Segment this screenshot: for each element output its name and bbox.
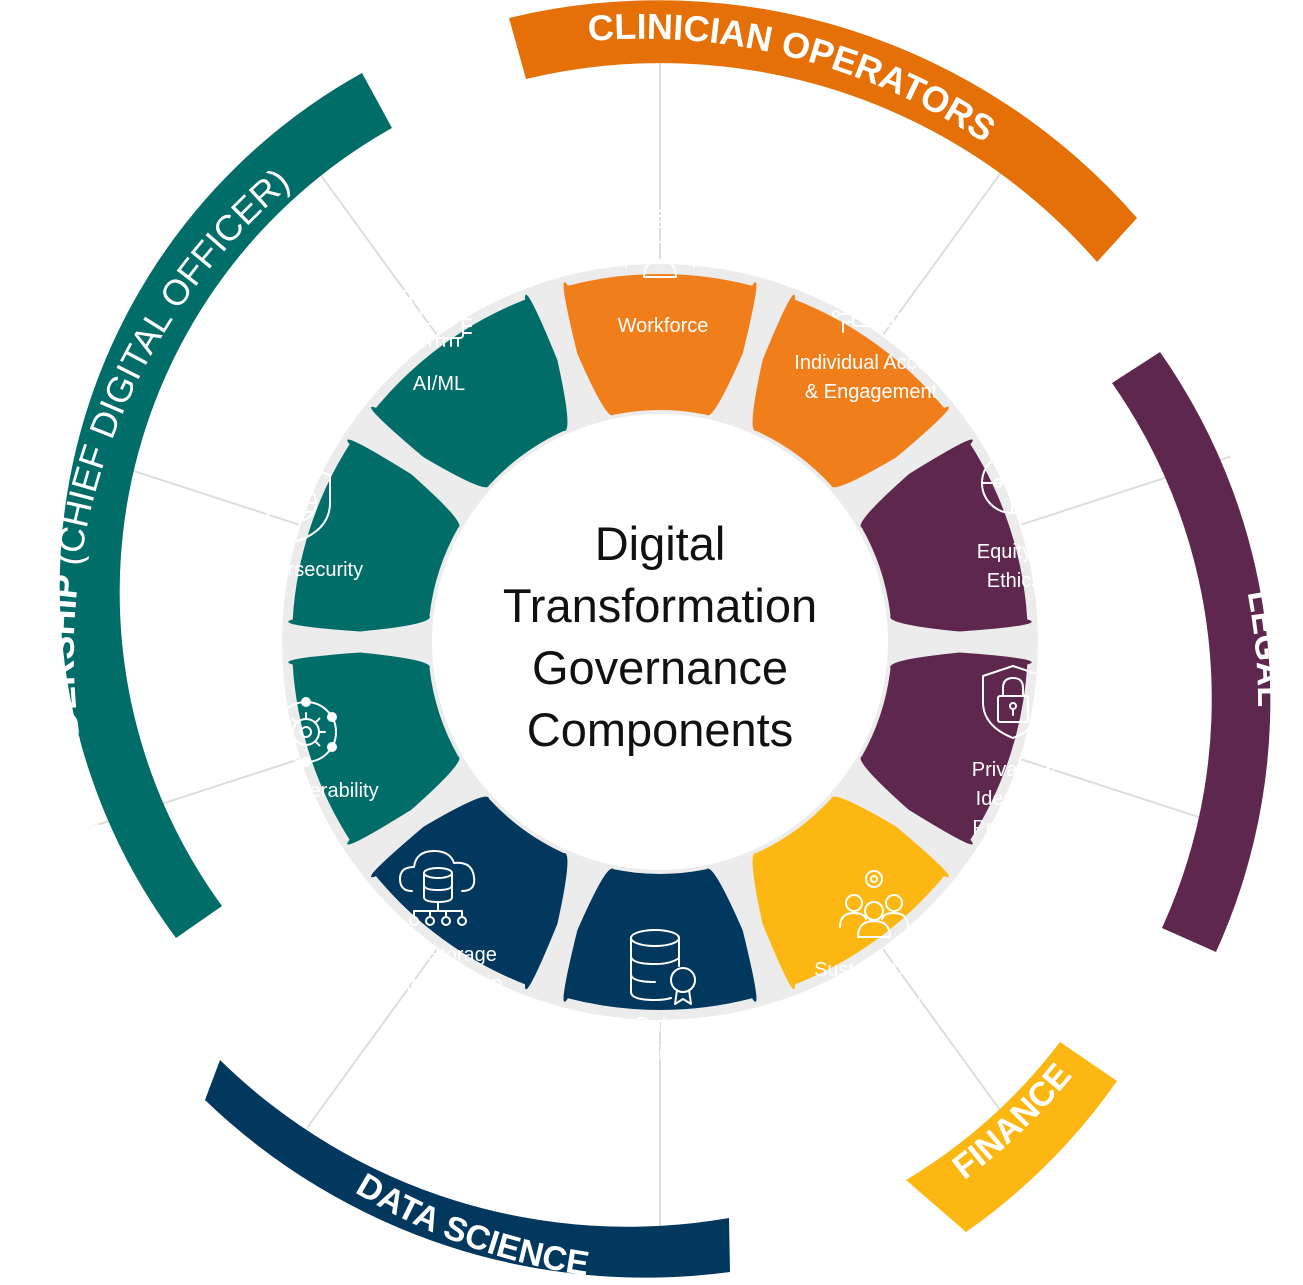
segment-data-storage: Data Storage & Stewardship — [371, 796, 568, 995]
segment-ai-ml-label: AI/ML — [413, 373, 465, 395]
segment-data-quality-label: Quality & — [616, 1043, 698, 1065]
segment-individual-access-label: Individual Access — [794, 352, 947, 374]
center-title-line-1: Digital — [595, 517, 726, 570]
segment-privacy-label: Privacy & — [972, 759, 1057, 781]
arc-data-science — [205, 1060, 730, 1278]
center-title-line-2: Transformation — [503, 579, 817, 632]
segment-data-quality-label: Reliability — [614, 1072, 700, 1094]
segment-cybersecurity-shape — [288, 439, 460, 632]
spoke-line — [306, 156, 438, 336]
arc-legal — [1112, 352, 1271, 952]
spoke-line — [882, 156, 1014, 336]
segment-data-quality-label: Data — [636, 1014, 679, 1036]
segment-equity-ethics: Equity & Ethics — [860, 439, 1052, 632]
shield-globe-icon — [265, 464, 331, 542]
segment-workforce-shape — [563, 273, 757, 416]
center-title-line-3: Governance — [532, 641, 788, 694]
segment-equity-ethics-shape — [860, 439, 1032, 632]
segment-interoperability-shape — [288, 652, 460, 845]
arc-it-leadership — [59, 73, 392, 938]
segment-data-quality-shape — [563, 868, 757, 1011]
cloud-database-icon — [399, 850, 476, 926]
database-badge-icon — [630, 929, 696, 1005]
segment-cybersecurity-label: Cybersecurity — [241, 559, 363, 581]
center-title-line-4: Components — [527, 703, 794, 756]
ai-chip-text: AI — [428, 302, 446, 322]
segment-sustainability-shape — [752, 796, 949, 990]
spoke-line — [1021, 758, 1231, 829]
segment-sustainability-label: Profitability — [824, 988, 922, 1010]
segment-data-storage-label: Data Storage — [379, 944, 497, 966]
segment-workforce: Workforce — [563, 210, 757, 416]
team-gear-icon — [839, 870, 909, 938]
segment-data-storage-shape — [371, 796, 568, 990]
segment-individual-access: Individual Access & Engagement — [752, 263, 949, 488]
shield-lock-icon — [982, 665, 1044, 739]
segment-privacy-label: Protocols — [972, 817, 1055, 839]
center-disc — [432, 414, 888, 870]
segment-interoperability-label: Interoperability — [247, 780, 378, 802]
puzzle-check-icon — [981, 452, 1044, 515]
segment-ai-ml: AI AI/ML — [371, 277, 568, 488]
segment-individual-access-shape — [752, 294, 949, 488]
spoke-line — [306, 948, 438, 1128]
arc-clinician-operators — [509, 0, 1137, 263]
spoke-line — [882, 948, 1014, 1128]
segment-ai-ml-shape — [371, 294, 568, 488]
spoke-lines — [89, 42, 1231, 1242]
segment-equity-ethics-label: Equity & — [977, 541, 1052, 563]
segment-individual-access-label: & Engagement — [805, 381, 938, 403]
segment-data-storage-label: & Stewardship — [374, 973, 503, 995]
team-gear-icon — [625, 210, 695, 278]
padlock-circuit-icon — [832, 263, 914, 333]
ai-chip-icon: AI — [402, 277, 472, 347]
segment-privacy-label: Identifier — [976, 788, 1053, 810]
segment-equity-ethics-label: Ethics — [987, 570, 1041, 592]
stakeholder-arcs — [59, 0, 1271, 1278]
segment-cybersecurity: Cybersecurity — [241, 439, 460, 632]
segment-privacy-shape — [860, 652, 1032, 845]
segment-interoperability: Interoperability — [247, 652, 460, 845]
segment-workforce-label: Workforce — [618, 315, 709, 337]
arc-finance — [906, 1042, 1117, 1232]
network-gear-icon — [275, 697, 337, 767]
segment-sustainability-label: Sustainability — [814, 959, 932, 981]
it-leadership-light: (CHIEF DIGITAL OFFICER) — [47, 160, 297, 568]
